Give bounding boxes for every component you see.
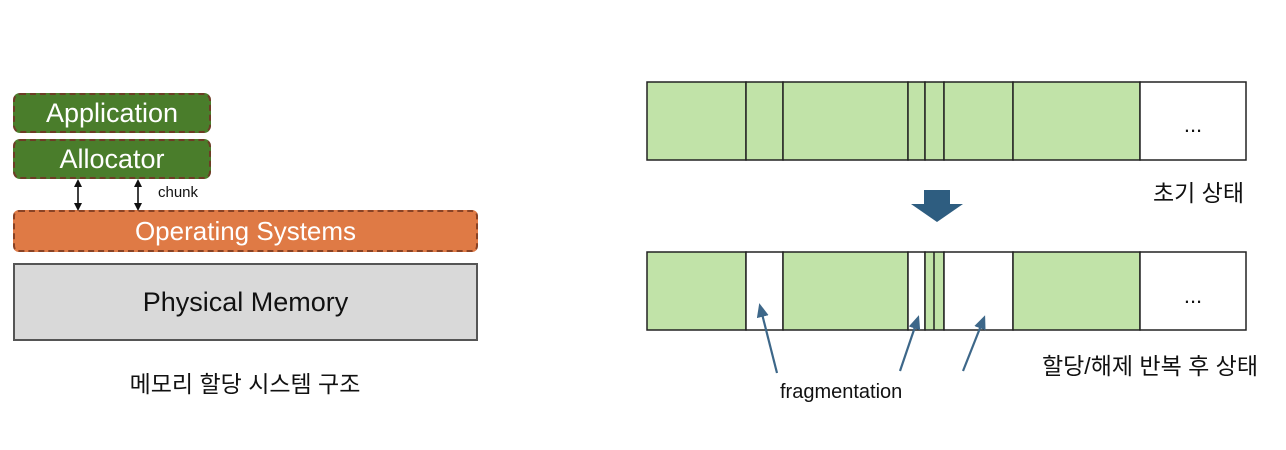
initial-free-space — [1139, 81, 1247, 161]
allocator-box: Allocator — [13, 139, 211, 179]
structure-caption: 메모리 할당 시스템 구조 — [129, 371, 361, 397]
application-label: Application — [45, 97, 179, 128]
after-block — [782, 251, 909, 331]
after-block — [646, 251, 747, 331]
initial-block — [924, 81, 945, 161]
physical-memory-label: Physical Memory — [142, 286, 349, 317]
chunk-label: chunk — [158, 184, 199, 201]
initial-block — [907, 81, 926, 161]
initial-memory-bar — [646, 81, 1247, 161]
initial-block — [1012, 81, 1141, 161]
fragmentation-label: fragmentation — [780, 381, 903, 403]
physical-memory-box: Physical Memory — [13, 263, 478, 341]
initial-block — [745, 81, 784, 161]
initial-block — [943, 81, 1014, 161]
after-free-gap — [907, 251, 926, 331]
fragmentation-arrow-1 — [756, 303, 779, 374]
initial-state-caption: 초기 상태 — [1152, 180, 1244, 206]
initial-ellipsis: ... — [1184, 112, 1202, 137]
after-state-caption: 할당/해제 반복 후 상태 — [1041, 353, 1258, 379]
after-free-gap — [745, 251, 784, 331]
initial-block — [646, 81, 747, 161]
operating-systems-label: Operating Systems — [134, 215, 357, 246]
application-box: Application — [13, 93, 211, 133]
allocator-label: Allocator — [59, 143, 165, 174]
fragmentation-arrow-3 — [961, 315, 986, 372]
initial-block — [782, 81, 909, 161]
operating-systems-box: Operating Systems — [13, 210, 478, 252]
after-memory-bar — [646, 251, 1247, 331]
after-free-space — [1139, 251, 1247, 331]
transition-down-arrow — [911, 190, 963, 222]
after-block — [1012, 251, 1141, 331]
after-free-gap — [943, 251, 1014, 331]
fragmentation-arrow-2 — [898, 315, 921, 372]
after-ellipsis: ... — [1184, 283, 1202, 308]
